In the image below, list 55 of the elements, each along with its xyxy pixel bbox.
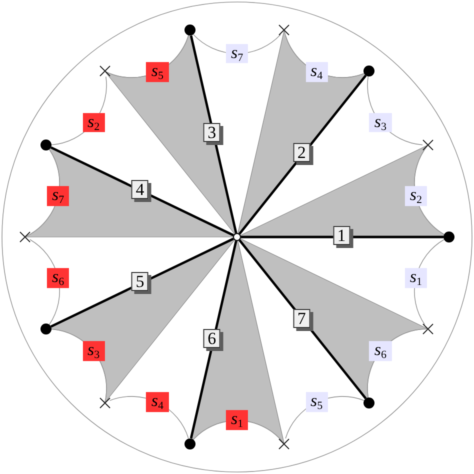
edge-label: s$_{4}$ xyxy=(146,392,168,412)
vertex-dot xyxy=(364,397,375,408)
edge-label: s$_{2}$ xyxy=(82,112,105,133)
arc-line xyxy=(285,35,365,78)
edge-label: s$_{5}$ xyxy=(146,62,168,82)
arc-line xyxy=(367,76,423,146)
arc-line xyxy=(109,396,189,439)
cross-mark xyxy=(422,323,434,334)
vertex-dot xyxy=(184,438,196,450)
arc-line xyxy=(51,328,107,398)
spoke-line xyxy=(238,74,367,235)
cross-mark xyxy=(99,397,110,408)
arc-line xyxy=(51,76,107,146)
arc-line xyxy=(367,328,423,398)
edge-label: s$_{1}$ xyxy=(404,268,427,288)
vertex-dot xyxy=(444,232,454,242)
edge-label: 7 xyxy=(293,308,313,331)
arc-line xyxy=(285,396,365,439)
edge-label: s$_{3}$ xyxy=(369,112,392,133)
cross-mark xyxy=(278,24,290,36)
edge-label: 2 xyxy=(293,143,313,166)
spoke-line xyxy=(50,238,234,328)
arc-line xyxy=(414,239,445,325)
cross-mark xyxy=(422,140,434,151)
cross-mark xyxy=(20,232,30,242)
spoke-line xyxy=(241,236,444,238)
edge-label: 5 xyxy=(132,272,152,294)
edge-label: s$_{7}$ xyxy=(226,44,248,64)
edge-label: 4 xyxy=(132,180,152,202)
arc-line xyxy=(192,34,282,54)
edge-label: 1 xyxy=(333,226,353,248)
edge-label: s$_{2}$ xyxy=(404,186,427,206)
vertex-dot xyxy=(40,140,52,151)
edge-label: s$_{7}$ xyxy=(47,186,70,206)
edge-label: s$_{6}$ xyxy=(47,268,70,288)
edge-label: s$_{5}$ xyxy=(306,392,328,412)
edge-label: 3 xyxy=(204,122,224,145)
edge-label: s$_{3}$ xyxy=(82,341,105,362)
edge-label: s$_{6}$ xyxy=(369,341,392,362)
edge-label: s$_{1}$ xyxy=(226,410,248,430)
edge-label: 6 xyxy=(204,329,224,352)
arc-line xyxy=(29,239,60,325)
edge-label: s$_{4}$ xyxy=(306,62,328,82)
arc-line xyxy=(414,149,445,235)
spoke-line xyxy=(190,35,238,234)
spoke-line xyxy=(50,146,234,236)
vertex-dot xyxy=(184,24,196,36)
cross-mark xyxy=(99,66,110,77)
spoke-line xyxy=(190,240,238,439)
vertex-dot xyxy=(40,323,52,334)
arc-line xyxy=(29,149,60,235)
vertex-dot xyxy=(364,66,375,77)
arc-line xyxy=(192,420,282,440)
arc-line xyxy=(109,35,189,78)
cross-mark xyxy=(278,438,290,450)
